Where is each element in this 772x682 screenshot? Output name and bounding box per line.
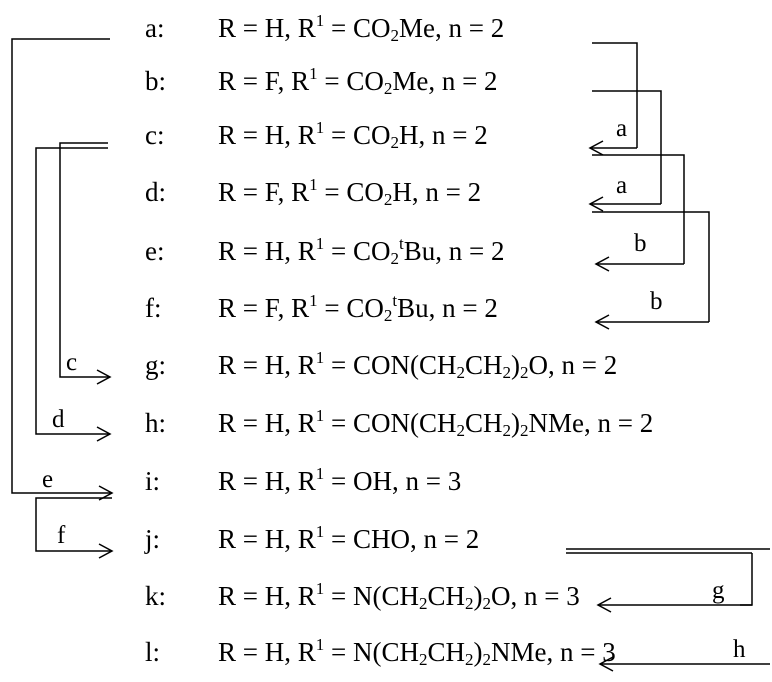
reaction-label: a [616,172,628,199]
reaction-label: g [712,577,725,604]
reaction-label: d [52,406,65,433]
compound-formula: R = H, R1 = CO2tBu, n = 2 [218,234,505,268]
arrow-c-to-g [59,142,112,385]
compound-formula: R = H, R1 = CO2Me, n = 2 [218,11,505,45]
reaction-label: b [634,230,647,257]
compound-label: c: [145,120,165,150]
compound-label: f: [145,293,162,323]
compound-label: e: [145,236,165,266]
reaction-label: e [42,466,54,493]
compound-label: b: [145,66,167,96]
reaction-label: f [57,522,66,549]
compound-formula: R = H, R1 = CO2H, n = 2 [218,118,488,152]
compound-label: l: [145,637,161,667]
arrow-d-to-f [592,211,710,330]
compound-formula: R = H, R1 = N(CH2CH2)2NMe, n = 3 [218,635,616,669]
reaction-label: b [650,288,663,315]
arrow-j-to-k [566,548,770,613]
compound-formula: R = H, R1 = OH, n = 3 [218,464,462,496]
arrow-b-to-d [588,90,662,212]
compound-label: g: [145,350,167,380]
reaction-label: h [733,636,746,663]
arrow-to-l [598,656,770,672]
compound-label: i: [145,466,161,496]
arrow-c-to-h [35,147,112,442]
compound-formula: R = F, R1 = CO2tBu, n = 2 [218,291,498,325]
compound-formula: R = H, R1 = CHO, n = 2 [218,522,480,554]
compound-label: d: [145,177,167,207]
compound-label: k: [145,581,167,611]
compound-formula: R = H, R1 = N(CH2CH2)2O, n = 3 [218,579,580,613]
compound-formula: R = F, R1 = CO2Me, n = 2 [218,64,498,98]
arrow-c-to-e [592,154,685,272]
compound-label: a: [145,13,165,43]
reaction-label: c [66,349,78,376]
arrow-f [35,497,114,559]
compound-formula: R = F, R1 = CO2H, n = 2 [218,175,482,209]
arrow-a-to-c [588,42,638,156]
compound-label: j: [145,524,161,554]
compound-label: h: [145,408,167,438]
compound-formula: R = H, R1 = CON(CH2CH2)2O, n = 2 [218,348,618,382]
reaction-label: a [616,115,628,142]
compound-formula: R = H, R1 = CON(CH2CH2)2NMe, n = 2 [218,406,654,440]
